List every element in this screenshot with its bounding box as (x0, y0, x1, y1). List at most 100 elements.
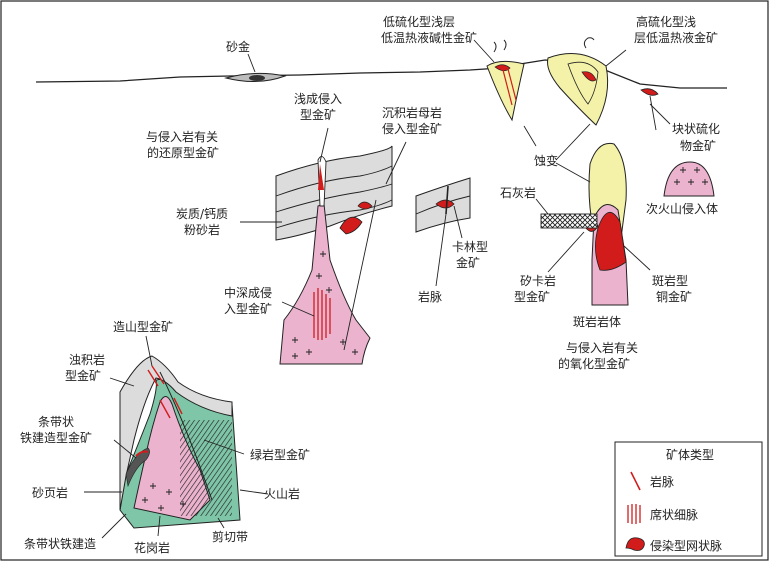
subvolcanic-crosses (674, 167, 708, 185)
low-sulf-leader (473, 39, 495, 63)
orogenic-leader (145, 335, 153, 367)
label-porphyry-cu-2: 铜金矿 (656, 289, 692, 304)
sed-host-leader (385, 141, 407, 185)
limestone-layer (540, 213, 598, 229)
shallow-leader (319, 127, 329, 163)
sediment-stratum-1 (275, 165, 393, 197)
low-sulf-hotspring-icon (493, 39, 507, 53)
grey-sediment-cap (119, 355, 233, 511)
label-turbidite-2: 型金矿 (65, 368, 101, 383)
bif-band-ore (135, 450, 149, 457)
massive-sulfide-feeder (649, 95, 657, 131)
label-low-sulf-2: 低温热液碱性金矿 (381, 30, 477, 45)
placer-leader (247, 53, 256, 73)
label-porphyry-body: 斑岩岩体 (573, 314, 621, 329)
legend-item-stockwork: 席状细脉 (650, 507, 698, 522)
alteration-leader-2 (555, 162, 591, 183)
label-bif-2: 铁建造型金矿 (20, 430, 92, 445)
label-carlin-1: 卡林型 (452, 240, 488, 254)
granite-leader (157, 515, 161, 537)
sediment-block-top (275, 145, 393, 241)
low-sulf-body (486, 60, 525, 122)
legend-box (614, 441, 763, 557)
label-skarn-2: 型金矿 (514, 289, 550, 304)
subvolcanic-body (663, 161, 715, 197)
alteration-leader-3 (555, 123, 591, 161)
label-low-sulf-1: 低硫化型浅层 (383, 14, 455, 29)
porphyry-cu-ore (595, 212, 627, 271)
label-placer: 砂金 (226, 39, 250, 54)
label-oxidized-2: 的氧化型金矿 (558, 356, 630, 371)
label-subvolcanic: 次火山侵入体 (646, 201, 718, 216)
reduced-side-ore (339, 216, 363, 235)
label-shallow-1: 浅成侵入 (294, 91, 342, 106)
carlin-dyke (445, 185, 449, 215)
legend-disseminated-symbol (625, 537, 645, 551)
reduced-side-ore-2 (357, 201, 373, 210)
reduced-dyke-line (343, 199, 377, 351)
label-mid-deep-1: 中深成侵 (224, 285, 272, 300)
legend-stockwork-symbol (627, 504, 641, 524)
label-sed-host-2: 侵入型金矿 (382, 121, 442, 136)
label-massive-1: 块状硫化 (672, 121, 720, 136)
high-sulf-leader (605, 49, 627, 67)
legend-title: 矿体类型 (666, 448, 714, 462)
sediment-stratum-3 (275, 199, 393, 229)
high-sulf-vent-icon (583, 37, 595, 49)
greenstone-crosses (142, 483, 186, 511)
reduced-intrusion-crosses (292, 251, 358, 359)
label-reduced-1: 与侵入岩有关 (146, 129, 218, 144)
label-carlin-2: 金矿 (456, 255, 480, 270)
carlin-leader (453, 205, 463, 239)
massive-sulfide-ore (640, 88, 659, 96)
volcanic-leader (239, 489, 269, 495)
label-shear-zone: 剪切带 (212, 529, 248, 544)
label-bif-formation: 条带状铁建造 (24, 537, 96, 551)
reduced-dyke-ore (318, 164, 324, 190)
carlin-ore (435, 199, 455, 209)
carlin-dyke-leader (435, 213, 447, 287)
label-sandshale: 砂页岩 (32, 485, 68, 500)
limestone-leader (535, 198, 549, 215)
label-oxidized-1: 与侵入岩有关 (566, 340, 638, 355)
greenstone-leader (203, 439, 245, 455)
porphyry-cu-leader (623, 245, 651, 271)
label-massive-2: 物金矿 (680, 138, 716, 153)
label-mid-deep-2: 入型金矿 (224, 301, 272, 316)
bif-leader (113, 439, 137, 459)
reduced-intrusion (279, 203, 371, 365)
shear-leader (217, 517, 225, 529)
legend-item-disseminated: 侵染型网状脉 (650, 538, 722, 553)
mid-deep-leader (281, 301, 315, 317)
skarn-leader (547, 231, 585, 273)
legend: 矿体类型 岩脉 席状细脉 侵染型网状脉 (614, 441, 763, 557)
massive-sulfide-leader (649, 103, 671, 125)
ground-surface (35, 59, 727, 89)
label-bif-1: 条带状 (38, 415, 74, 429)
high-sulf-ore (581, 71, 597, 82)
orogenic-veins (147, 365, 183, 419)
low-sulf-vein-2 (507, 68, 517, 101)
orogenic-shear-line (159, 371, 213, 501)
alteration-leader (523, 125, 537, 147)
label-reduced-2: 的还原型金矿 (147, 145, 219, 160)
label-high-sulf-2: 层低温热液金矿 (634, 30, 718, 45)
low-sulf-vein-1 (502, 69, 513, 106)
legend-item-vein: 岩脉 (650, 474, 674, 489)
label-shallow-2: 型金矿 (300, 107, 336, 122)
label-sed-host-1: 沉积岩母岩 (382, 105, 442, 120)
label-high-sulf-1: 高硫化型浅 (636, 14, 696, 29)
label-volcanic: 火山岩 (264, 486, 300, 501)
sediment-stratum-2 (275, 183, 393, 213)
placer-gold-blob (249, 75, 265, 81)
label-greenstone: 绿岩型金矿 (250, 447, 310, 462)
label-turbidite-1: 浊积岩 (69, 352, 105, 367)
label-granite: 花岗岩 (134, 540, 170, 555)
label-alteration: 蚀变 (534, 153, 558, 168)
label-orogenic: 造山型金矿 (113, 319, 173, 334)
label-carbon-1: 炭质/钙质 (176, 207, 228, 221)
label-limestone: 石灰岩 (500, 185, 536, 200)
legend-vein-symbol (630, 471, 641, 491)
reduced-stockwork (313, 288, 331, 340)
